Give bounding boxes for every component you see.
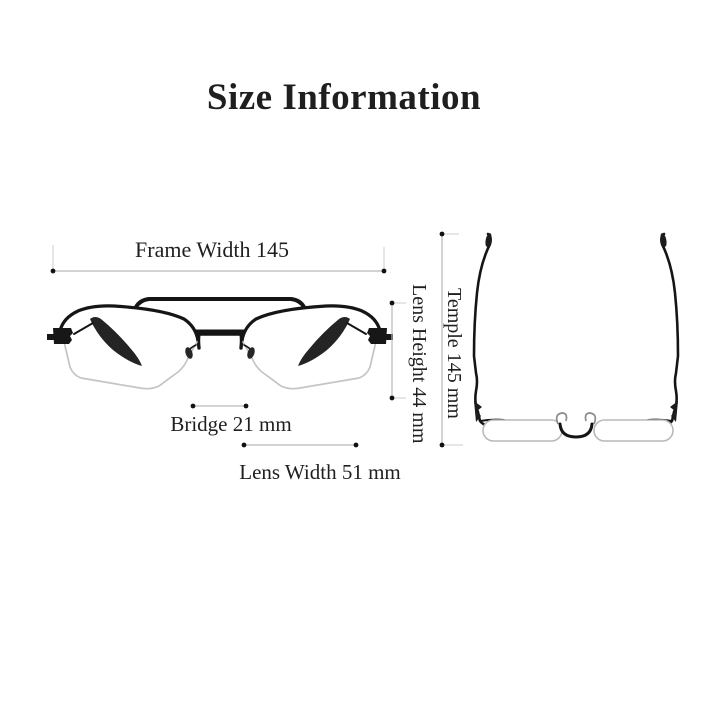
page-title: Size Information — [206, 77, 482, 118]
glasses-top-view — [472, 232, 680, 442]
temple-length-label: Temple 145 mm — [443, 288, 465, 419]
measure-line-lens-height — [389, 300, 406, 401]
measure-line-frame-width — [50, 245, 387, 274]
lens-width-label: Lens Width 51 mm — [239, 460, 401, 484]
frame-width-label: Frame Width 145 — [135, 237, 289, 262]
glasses-front-view — [47, 297, 393, 390]
measure-line-lens-width — [241, 442, 359, 448]
measure-line-temple — [439, 231, 463, 448]
measure-line-bridge — [190, 403, 249, 409]
lens-height-label: Lens Height 44 mm — [408, 284, 430, 444]
bridge-width-label: Bridge 21 mm — [170, 412, 292, 436]
